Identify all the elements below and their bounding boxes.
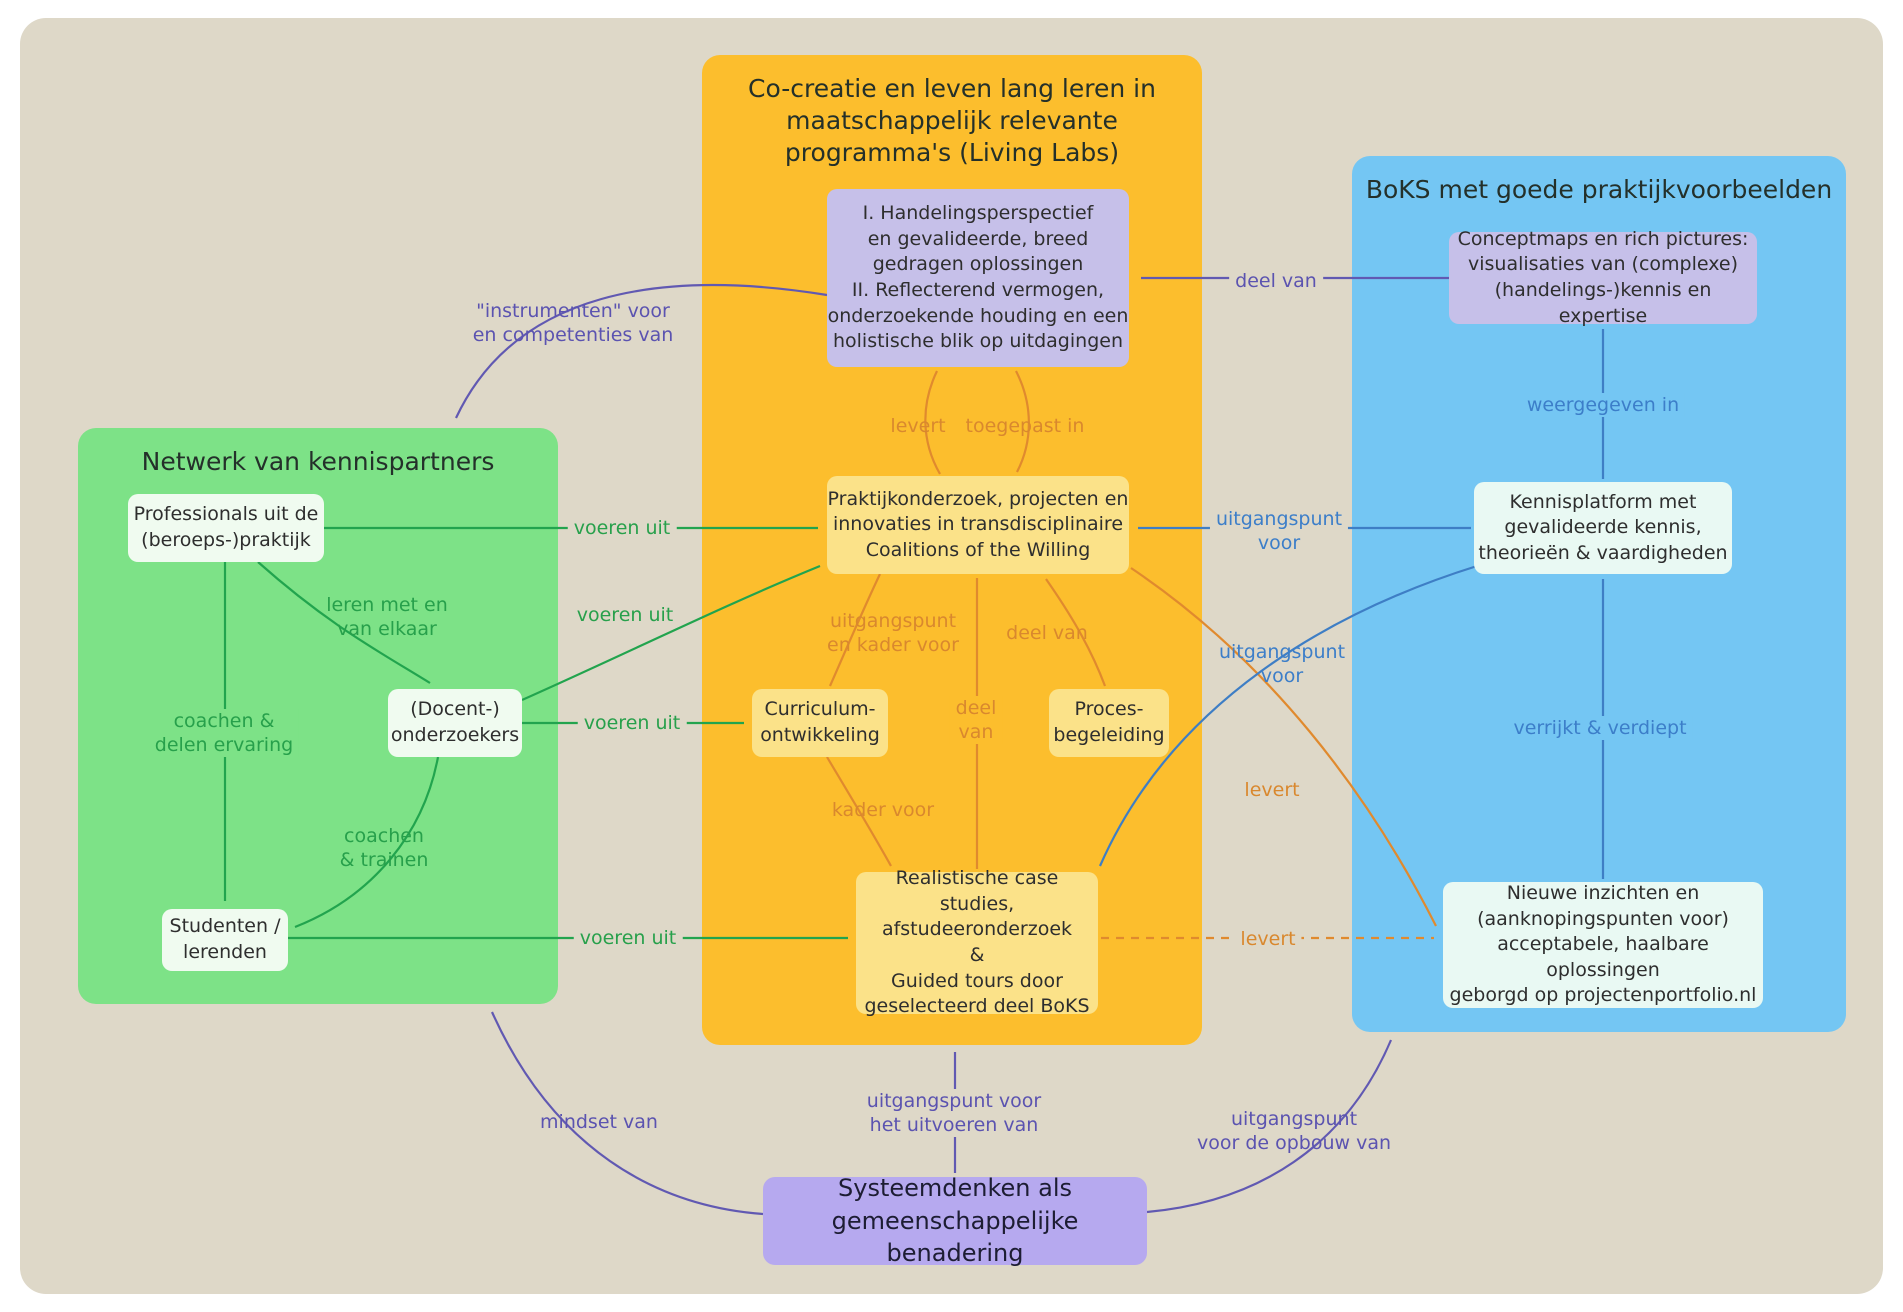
node-praktijkonderzoek-label: Praktijkonderzoek, projecten en innovati… [827, 487, 1129, 561]
node-systeemdenken-label: Systeemdenken als gemeenschappelijke ben… [831, 1174, 1079, 1268]
edge-label-uitgangspunt-uitvoeren: uitgangspunt voor het uitvoeren van [860, 1089, 1048, 1137]
node-case-studies[interactable]: Realistische case studies, afstudeeronde… [856, 867, 1098, 1017]
node-docent-onderzoekers[interactable]: (Docent-) onderzoekers [388, 689, 522, 757]
node-curriculum[interactable]: Curriculum- ontwikkeling [752, 689, 888, 757]
node-curriculum-label: Curriculum- ontwikkeling [760, 698, 880, 746]
edge-label-levert-curve: levert [1244, 779, 1300, 801]
node-procesbegeleiding[interactable]: Proces- begeleiding [1049, 689, 1169, 757]
edge-label-uitgangspunt-voor-1: uitgangspunt voor [1209, 507, 1349, 555]
edge-label-instrumenten-voor: "instrumenten" voor en competenties van [472, 300, 674, 346]
node-handelingsperspectief-label: I. Handelingsperspectief en gevalideerde… [827, 202, 1129, 353]
panel-boks-title: BoKS met goede praktijkvoorbeelden [1365, 175, 1833, 204]
node-handelingsperspectief[interactable]: I. Handelingsperspectief en gevalideerde… [827, 189, 1129, 367]
node-studenten-label: Studenten / lerenden [169, 915, 281, 963]
node-docent-onderzoekers-label: (Docent-) onderzoekers [390, 698, 520, 746]
edge-label-uitgangspunt-opbouw: uitgangspunt voor de opbouw van [1196, 1108, 1392, 1154]
node-nieuwe-inzichten-label: Nieuwe inzichten en (aanknopingspunten v… [1449, 881, 1757, 1007]
node-kennisplatform[interactable]: Kennisplatform met gevalideerde kennis, … [1474, 482, 1732, 574]
edge-label-uitgangspunt-voor-2: uitgangspunt voor [1218, 641, 1346, 687]
edge-label-deel-van-proces: deel van [1006, 622, 1088, 644]
edge-label-toegepast-in: toegepast in [965, 415, 1085, 437]
edge-label-deel-van-vert: deel van [949, 696, 1003, 744]
node-nieuwe-inzichten[interactable]: Nieuwe inzichten en (aanknopingspunten v… [1443, 882, 1763, 1008]
edge-label-coachen-trainen: coachen & trainen [339, 825, 429, 871]
edge-label-voeren-uit-3: voeren uit [577, 711, 687, 735]
node-systeemdenken[interactable]: Systeemdenken als gemeenschappelijke ben… [763, 1174, 1147, 1267]
node-conceptmaps-label: Conceptmaps en rich pictures: visualisat… [1457, 227, 1749, 327]
edge-label-voeren-uit-1: voeren uit [567, 516, 677, 540]
node-professionals[interactable]: Professionals uit de (beroeps-)praktijk [128, 494, 324, 562]
edge-label-leren-met-elkaar: leren met en van elkaar [326, 594, 448, 640]
node-kennisplatform-label: Kennisplatform met gevalideerde kennis, … [1478, 490, 1728, 564]
edge-label-deel-van-top: deel van [1229, 269, 1323, 293]
node-case-studies-label: Realistische case studies, afstudeeronde… [864, 867, 1090, 1018]
edge-label-levert-dashed: levert [1234, 927, 1302, 951]
edge-label-weergegeven-in: weergegeven in [1520, 393, 1686, 417]
edge-label-verrijkt-verdiept: verrijkt & verdiept [1507, 716, 1693, 740]
edge-label-levert-top: levert [890, 415, 946, 437]
panel-living-labs-title: Co-creatie en leven lang leren in maatsc… [748, 74, 1156, 167]
node-praktijkonderzoek[interactable]: Praktijkonderzoek, projecten en innovati… [827, 476, 1129, 574]
edge-label-mindset-van: mindset van [540, 1111, 658, 1133]
node-procesbegeleiding-label: Proces- begeleiding [1053, 698, 1165, 746]
edge-label-voeren-uit-2: voeren uit [576, 604, 674, 626]
edge-label-uitgangspunt-kader: uitgangspunt en kader voor [827, 610, 959, 656]
node-conceptmaps[interactable]: Conceptmaps en rich pictures: visualisat… [1449, 228, 1757, 327]
edge-label-coachen-delen: coachen & delen ervaring [148, 709, 300, 757]
node-professionals-label: Professionals uit de (beroeps-)praktijk [133, 503, 319, 551]
edge-label-kader-voor: kader voor [831, 799, 935, 821]
edge-label-voeren-uit-4: voeren uit [573, 926, 683, 950]
node-studenten[interactable]: Studenten / lerenden [162, 909, 288, 971]
panel-kennispartners-title: Netwerk van kennispartners [141, 447, 495, 476]
